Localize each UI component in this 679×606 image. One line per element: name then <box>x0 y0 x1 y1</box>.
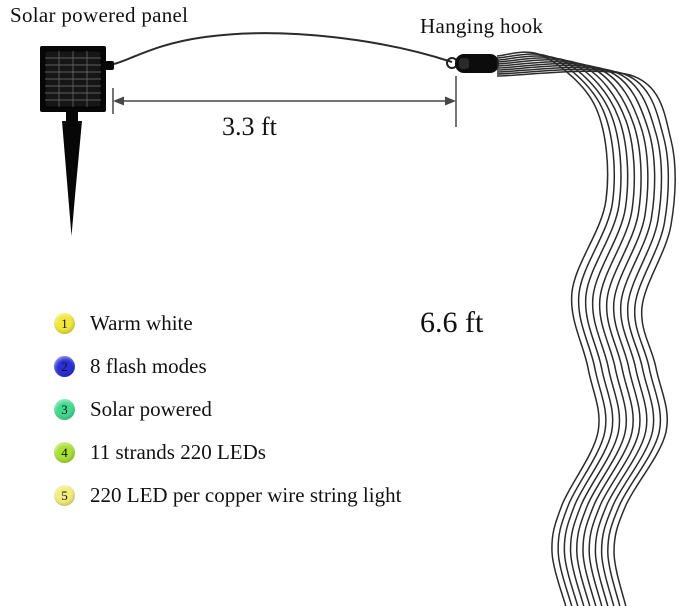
feature-label: Solar powered <box>90 397 212 421</box>
feature-item: 2 8 flash modes <box>54 354 401 378</box>
light-strand <box>496 57 629 606</box>
light-strand <box>496 60 642 606</box>
light-strand <box>496 66 663 606</box>
hanging-hook-label: Hanging hook <box>420 14 544 38</box>
light-strand <box>496 62 649 606</box>
feature-bullet: 4 <box>54 442 75 463</box>
solar-panel-label: Solar powered panel <box>10 3 189 27</box>
connecting-wire <box>113 32 453 65</box>
width-dimension-label: 3.3 ft <box>222 112 277 141</box>
feature-list: 1 Warm white 2 8 flash modes 3 Solar pow… <box>54 311 402 527</box>
light-strand <box>496 59 636 606</box>
feature-label: 11 strands 220 LEDs <box>90 440 266 464</box>
height-dimension-label: 6.6 ft <box>420 306 484 339</box>
light-strand <box>496 70 676 606</box>
feature-label: 220 LED per copper wire string light <box>90 483 402 507</box>
feature-label: 8 flash modes <box>90 354 207 378</box>
light-strand <box>496 64 656 606</box>
light-strand <box>496 68 670 606</box>
feature-bullet: 5 <box>54 485 75 506</box>
light-strand <box>496 55 622 606</box>
feature-item: 5 220 LED per copper wire string light <box>54 483 402 507</box>
width-dimension-line <box>112 76 457 127</box>
feature-label: Warm white <box>90 311 193 335</box>
feature-bullet: 1 <box>54 313 75 334</box>
feature-bullet: 3 <box>54 399 75 420</box>
solar-panel-icon <box>40 46 114 236</box>
feature-item: 3 Solar powered <box>54 397 401 421</box>
light-strand <box>496 53 616 606</box>
hanging-hook-icon <box>446 54 499 73</box>
strands-layer <box>496 51 676 606</box>
feature-item: 1 Warm white <box>54 311 401 335</box>
feature-item: 4 11 strands 220 LEDs <box>54 440 401 464</box>
feature-bullet: 2 <box>54 356 75 377</box>
light-strand <box>496 51 609 606</box>
